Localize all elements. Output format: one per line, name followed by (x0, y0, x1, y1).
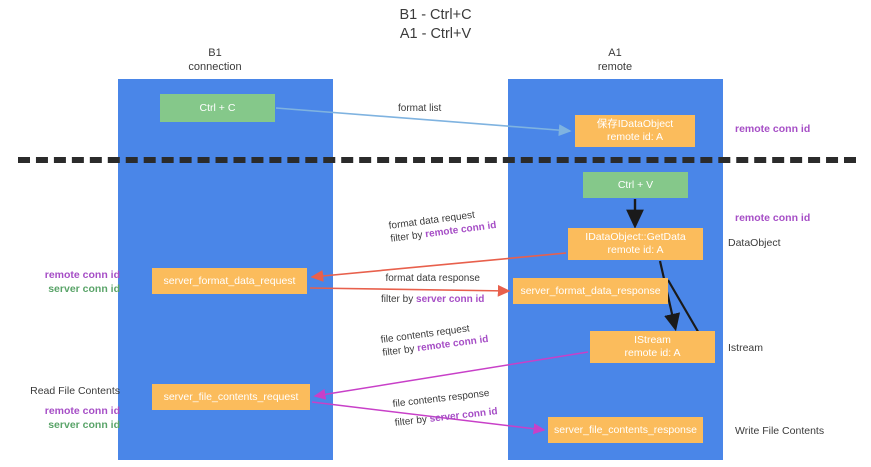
node-data-object-subtitle: remote id: A (606, 131, 664, 143)
node-server-format-data-response-label: server_format_data_response (520, 284, 661, 297)
edge-label-format-data-response: format data response filter by server co… (381, 272, 484, 306)
annotation-left-remote-conn-id-2: remote conn id (44, 405, 120, 417)
title-line-2: A1 - Ctrl+V (399, 26, 472, 42)
node-server-format-data-response[interactable]: server_format_data_response (513, 278, 668, 304)
annotation-write-file-contents: Write File Contents (735, 425, 825, 437)
column-header-b1-role: connection (188, 61, 242, 73)
phase-divider (18, 157, 856, 163)
filter-key-server-conn-id: server conn id (416, 294, 485, 305)
node-istream-title: IStream (634, 334, 671, 346)
node-istream[interactable]: IStream remote id: A (590, 331, 715, 363)
node-istream-subtitle: remote id: A (624, 347, 681, 359)
node-data-object-title: 保存IDataObject (596, 118, 674, 130)
node-server-file-contents-request-label: server_file_contents_request (163, 390, 299, 403)
edge-label-format-data-response-filter: filter by server conn id (381, 293, 484, 306)
annotation-dataobject: DataObject (728, 237, 781, 249)
annotation-left-server-conn-id-1: server conn id (48, 283, 120, 295)
edge-label-format-data-response-text: format data response (385, 273, 480, 284)
node-ctrl-v[interactable]: Ctrl + V (583, 172, 688, 198)
column-header-a1: A1 remote (555, 46, 675, 74)
annotation-left-conn-ids-1: remote conn id server conn id (22, 268, 120, 296)
column-header-a1-name: A1 (608, 47, 622, 59)
node-server-file-contents-request[interactable]: server_file_contents_request (152, 384, 310, 410)
node-ctrl-v-label: Ctrl + V (617, 178, 654, 191)
annotation-istream: Istream (728, 342, 764, 354)
edge-label-format-list: format list (398, 102, 441, 115)
node-ctrl-c-label: Ctrl + C (199, 101, 236, 114)
node-server-file-contents-response[interactable]: server_file_contents_response (548, 417, 703, 443)
node-data-object[interactable]: 保存IDataObject remote id: A (575, 115, 695, 147)
column-header-a1-role: remote (597, 61, 633, 73)
node-server-file-contents-response-label: server_file_contents_response (553, 423, 697, 436)
annotation-left-conn-ids-2: Read File Contents remote conn id server… (22, 384, 120, 432)
node-server-format-data-request[interactable]: server_format_data_request (152, 268, 307, 294)
node-ctrl-c[interactable]: Ctrl + C (160, 94, 275, 122)
annotation-left-remote-conn-id-1: remote conn id (44, 269, 120, 281)
page-title: B1 - Ctrl+C A1 - Ctrl+V (0, 6, 871, 44)
title-line-1: B1 - Ctrl+C (399, 7, 472, 23)
annotation-remote-conn-id-mid: remote conn id (735, 212, 811, 224)
annotation-remote-conn-id-top: remote conn id (735, 123, 811, 135)
column-header-b1-name: B1 (208, 47, 222, 59)
node-getdata-subtitle: remote id: A (607, 244, 664, 256)
node-server-format-data-request-label: server_format_data_request (163, 274, 296, 287)
edge-label-format-list-text: format list (398, 103, 442, 114)
node-getdata[interactable]: IDataObject::GetData remote id: A (568, 228, 703, 260)
node-getdata-title: IDataObject::GetData (585, 231, 686, 243)
annotation-read-file-contents: Read File Contents (30, 385, 120, 397)
filter-prefix: filter by (381, 294, 417, 305)
annotation-left-server-conn-id-2: server conn id (48, 419, 120, 431)
column-header-b1: B1 connection (155, 46, 275, 74)
